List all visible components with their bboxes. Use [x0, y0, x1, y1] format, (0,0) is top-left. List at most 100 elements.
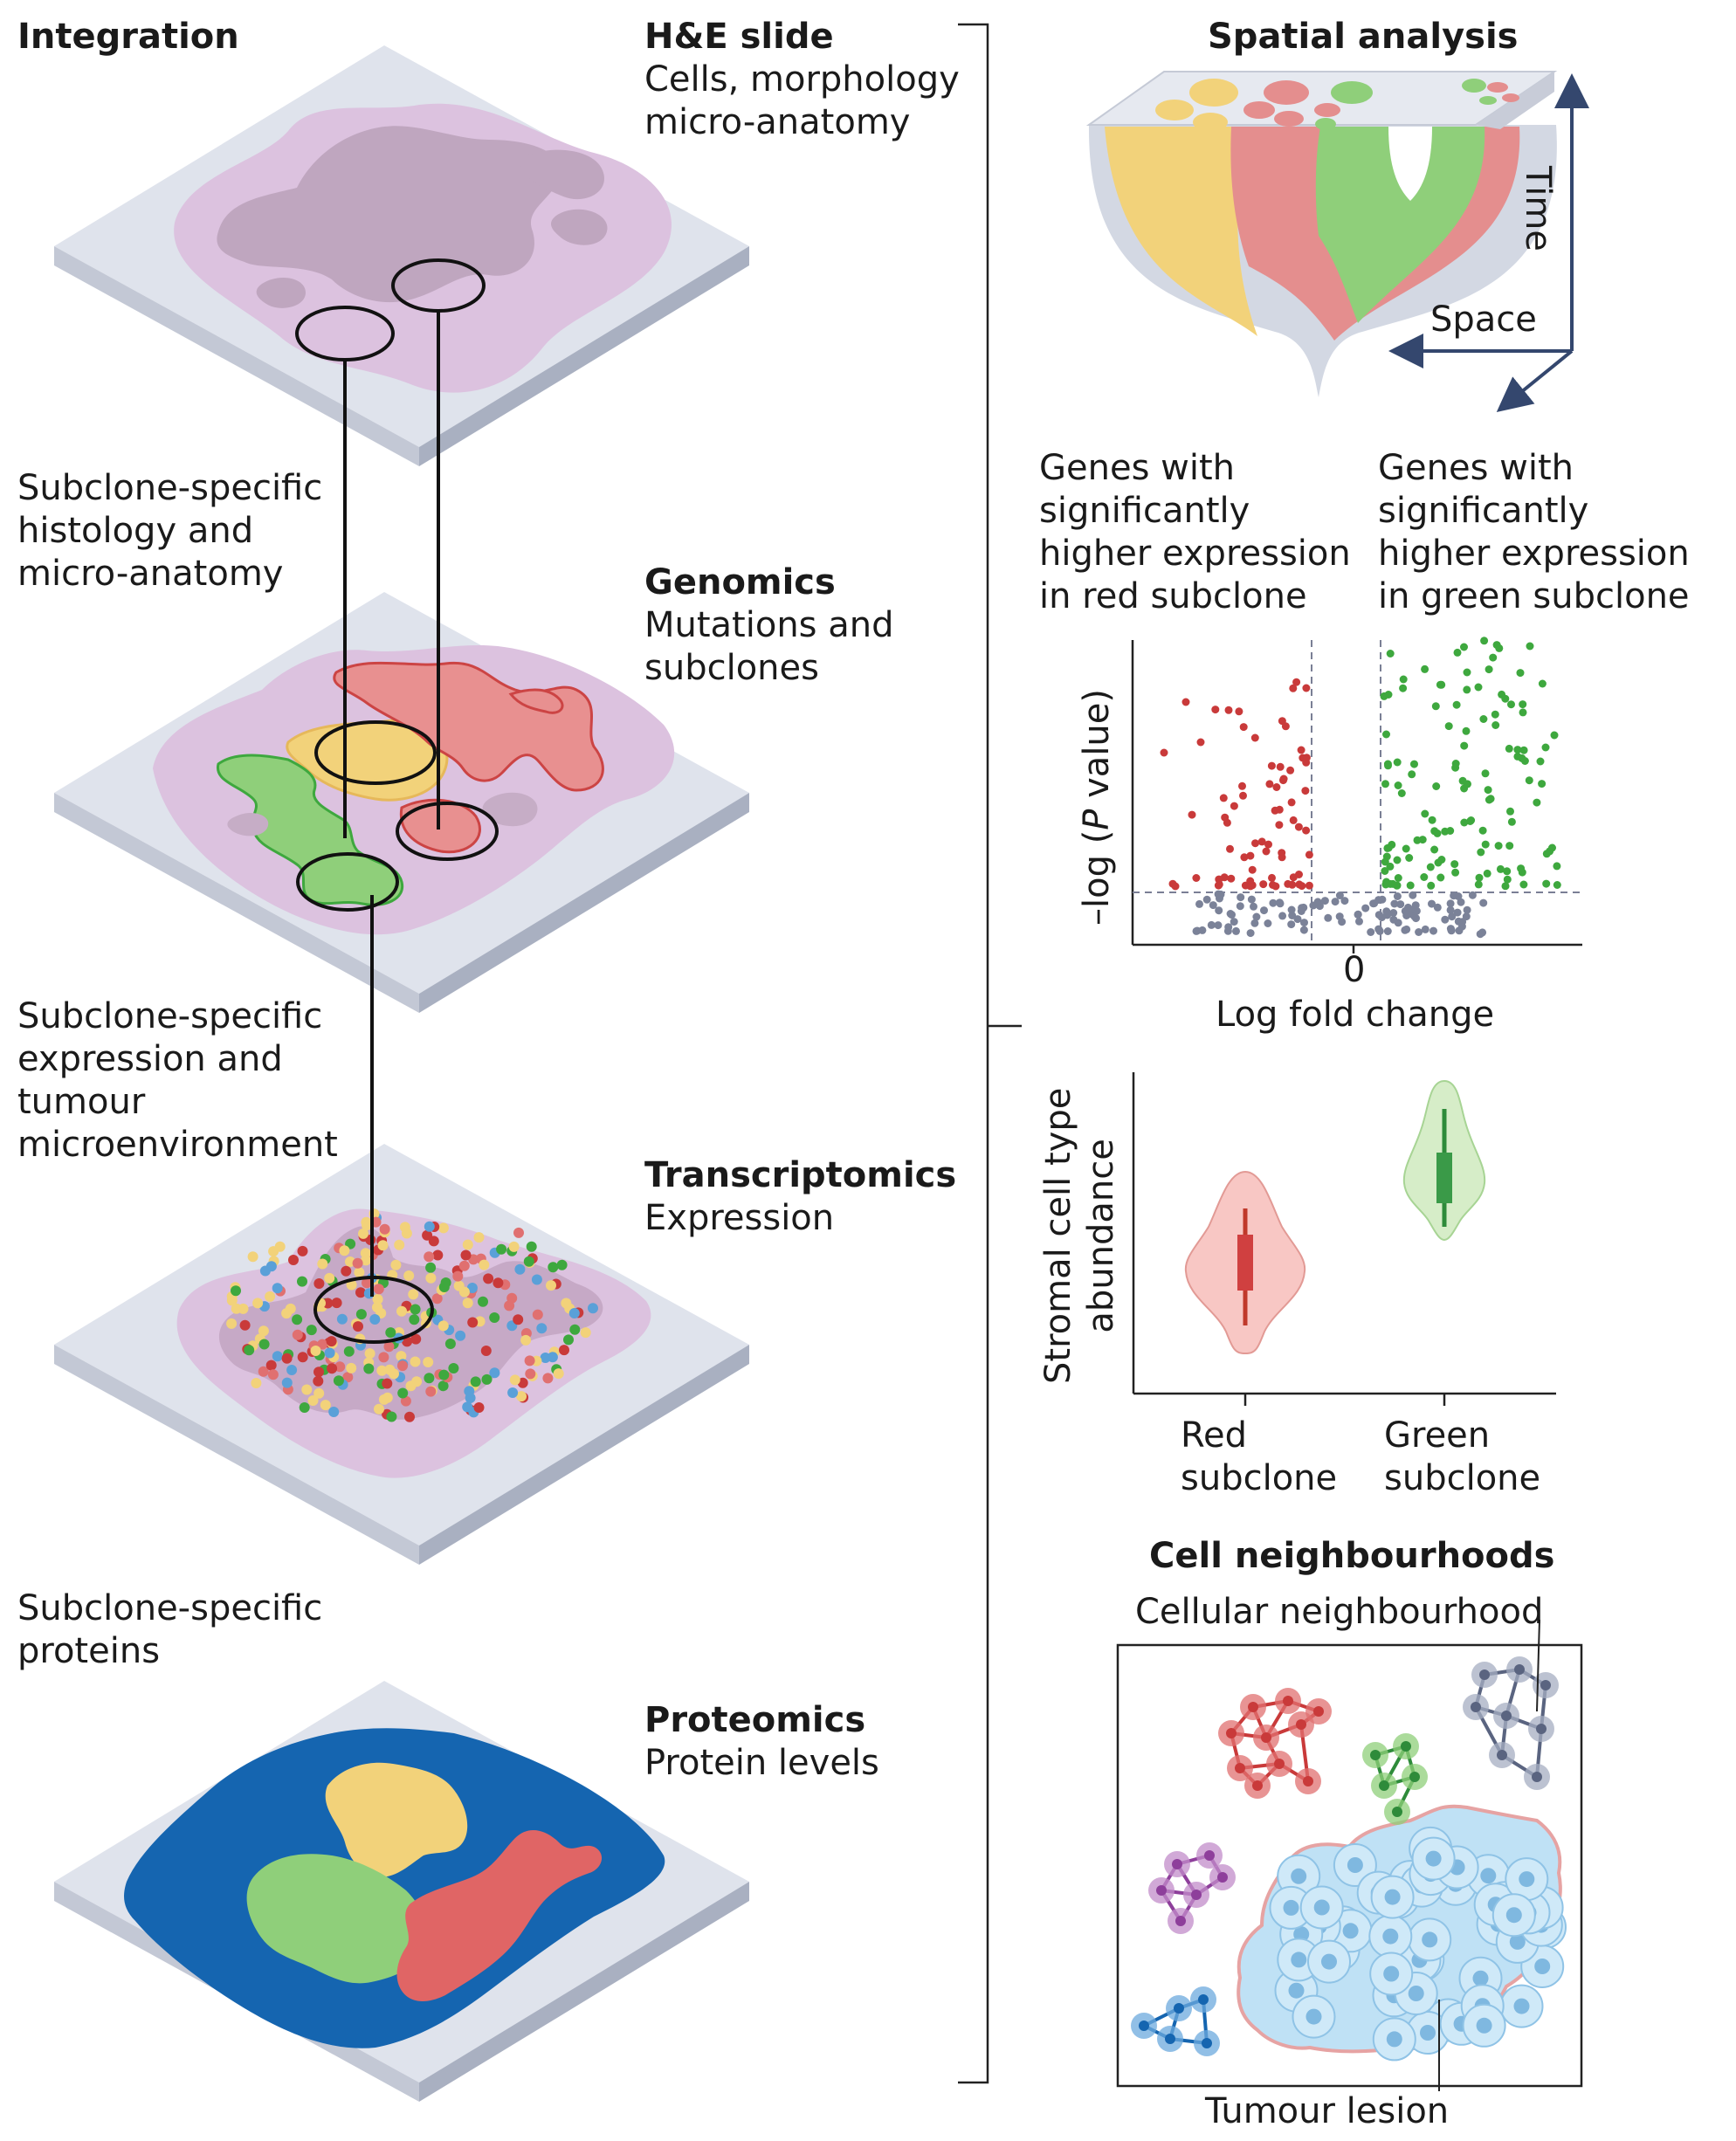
volcano-point-green — [1466, 817, 1475, 825]
neighbourhood-cell-nucleus — [1536, 1724, 1547, 1734]
volcano-point-ns — [1462, 912, 1471, 921]
expression-spot — [339, 1245, 350, 1256]
neighbourhood-cell-nucleus — [1175, 1916, 1186, 1926]
neighbourhood-cell-nucleus — [1217, 1872, 1228, 1883]
expression-spot — [244, 1345, 255, 1356]
expression-spot — [514, 1263, 526, 1275]
volcano-point-ns — [1468, 891, 1477, 899]
volcano-point-green — [1460, 818, 1469, 827]
volcano-point-ns — [1479, 898, 1488, 907]
tumour-cell-nucleus — [1408, 1986, 1424, 2001]
volcano-point-outlier — [1463, 668, 1471, 677]
neighbourhood-cell-nucleus — [1501, 1711, 1512, 1721]
tumour-lesion-label: Tumour lesion — [1205, 2091, 1450, 2131]
volcano-point-ns — [1446, 925, 1455, 933]
volcano-point-ns — [1195, 899, 1203, 908]
volcano-point-red — [1289, 684, 1298, 692]
volcano-point-ns — [1396, 900, 1405, 909]
volcano-point-red — [1240, 853, 1249, 862]
expression-spot — [313, 1367, 324, 1378]
volcano-point-green — [1383, 843, 1392, 852]
volcano-point-red — [1192, 874, 1201, 882]
volcano-point-red — [1265, 780, 1274, 788]
volcano-point-red — [1235, 707, 1243, 716]
volcano-point-ns — [1355, 917, 1363, 926]
expression-spot — [310, 1346, 321, 1356]
volcano-point-ns — [1250, 919, 1259, 927]
volcano-left-header: Genes with significantly higher expressi… — [1039, 448, 1351, 616]
violin-ylabel: Stromal cell type abundance — [1038, 1087, 1121, 1384]
volcano-point-red — [1289, 816, 1298, 824]
volcano-point-green — [1436, 680, 1444, 689]
expression-spot — [313, 1278, 325, 1289]
volcano-point-red — [1238, 781, 1246, 790]
volcano-point-ns — [1415, 928, 1423, 936]
expression-spot — [489, 1312, 500, 1323]
volcano-point-green — [1381, 867, 1389, 875]
volcano-point-ns — [1401, 906, 1409, 915]
neighbourhood-cell-nucleus — [1198, 1994, 1209, 2005]
volcano-point-green — [1436, 873, 1445, 882]
volcano-point-green — [1426, 863, 1435, 871]
expression-spot — [265, 1261, 277, 1272]
expression-spot — [452, 1270, 464, 1282]
expression-spot — [376, 1365, 388, 1376]
transcriptomics-label: Transcriptomics Expression — [644, 1155, 957, 1238]
volcano-point-green — [1420, 873, 1429, 881]
expression-spot — [403, 1270, 415, 1281]
volcano-point-green — [1542, 879, 1551, 888]
volcano-point-green — [1399, 675, 1408, 684]
volcano-point-ns — [1401, 926, 1409, 934]
volcano-point-green — [1507, 817, 1516, 826]
expression-spot — [288, 1255, 299, 1265]
he-slide-label: H&E slide Cells, morphology micro-anatom… — [644, 17, 960, 142]
volcano-point-ns — [1370, 899, 1379, 908]
expression-spot — [324, 1272, 335, 1284]
expression-spot — [374, 1403, 384, 1415]
volcano-point-green — [1538, 780, 1547, 788]
volcano-point-ns — [1409, 891, 1417, 899]
neighbourhood-cell-nucleus — [1202, 2038, 1212, 2048]
tumour-cell-nucleus — [1519, 1871, 1535, 1888]
transcriptomics-layer — [54, 1144, 749, 1565]
volcano-point-green — [1533, 798, 1541, 807]
neighbourhood-cell-nucleus — [1252, 1780, 1263, 1791]
neighbourhood-cell-nucleus — [1303, 1776, 1313, 1786]
expression-spot — [385, 1327, 396, 1339]
expression-spot — [258, 1325, 269, 1337]
volcano-point-red — [1215, 880, 1223, 889]
volcano-point-red — [1246, 851, 1255, 860]
neighbourhood-cell-nucleus — [1165, 2034, 1175, 2044]
volcano-point-green — [1498, 690, 1506, 699]
proteomics-red-region — [396, 1829, 603, 2001]
volcano-point-red — [1226, 844, 1234, 853]
purple-neighbourhood — [1148, 1842, 1236, 1934]
tumour-cell-nucleus — [1480, 1868, 1497, 1884]
expression-spot — [524, 1355, 535, 1367]
expression-spot — [396, 1305, 407, 1317]
expression-spot — [489, 1367, 500, 1379]
expression-spot — [272, 1283, 283, 1294]
volcano-point-red — [1227, 874, 1236, 883]
expression-spot — [411, 1376, 423, 1387]
volcano-point-ns — [1236, 902, 1244, 911]
tumour-cell-nucleus — [1472, 1970, 1489, 1986]
expression-spot — [328, 1407, 340, 1417]
expression-spot — [326, 1336, 337, 1347]
volcano-point-ns — [1207, 920, 1216, 929]
expression-spot — [516, 1391, 527, 1402]
tumour-cell-nucleus — [1505, 1907, 1522, 1924]
expression-spot — [546, 1280, 556, 1291]
volcano-point-ns — [1216, 890, 1225, 898]
expression-spot — [342, 1372, 354, 1383]
volcano-point-green — [1394, 874, 1402, 882]
expression-spot — [239, 1319, 251, 1331]
volcano-xlabel: Log fold change — [1216, 995, 1495, 1035]
expression-spot — [444, 1339, 456, 1349]
expression-spot — [424, 1251, 435, 1263]
volcano-point-ns — [1448, 912, 1457, 921]
volcano-point-ns — [1252, 912, 1261, 921]
volcano-point-red — [1272, 783, 1281, 791]
neighbourhood-cell-nucleus — [1139, 2021, 1149, 2031]
expression-spot — [431, 1293, 443, 1305]
